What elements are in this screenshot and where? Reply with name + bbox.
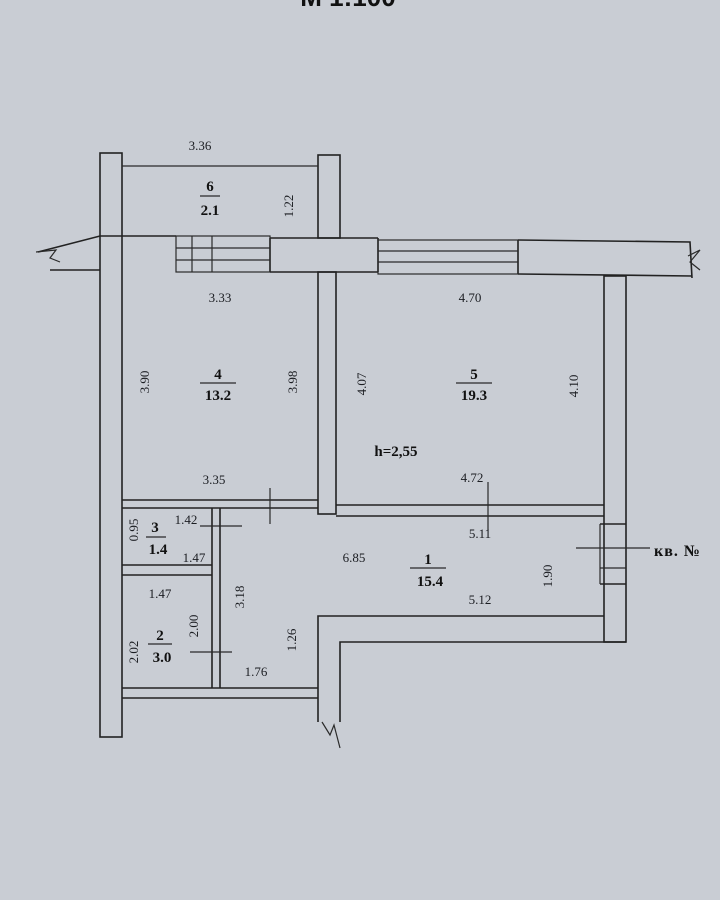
- dim-balcony-width: 3.36: [189, 138, 212, 153]
- dim-room3-height: 0.95: [126, 519, 141, 542]
- window-room5: [377, 239, 519, 275]
- left-wall: [99, 152, 123, 738]
- windows: [175, 235, 519, 275]
- room-2-area: 3.0: [153, 650, 172, 666]
- scale-label: М 1:100: [300, 0, 395, 12]
- room-6-area: 2.1: [201, 203, 220, 219]
- dim-room4-left: 3.90: [137, 371, 152, 394]
- top-wall-left: [37, 235, 176, 253]
- bottom-wall-right: [339, 641, 626, 722]
- top-wall-right: [517, 239, 693, 279]
- bottom-wall-right-inner: [317, 615, 604, 722]
- dim-room4-top: 3.33: [209, 290, 232, 305]
- dim-hall-bottom-right: 5.12: [469, 592, 492, 607]
- dim-room5-left: 4.07: [354, 372, 369, 395]
- room-3-number: 3: [151, 520, 159, 536]
- dim-room5-right: 4.10: [566, 375, 581, 398]
- wall-4-5: [317, 271, 337, 515]
- dim-room3-top: 1.42: [175, 512, 198, 527]
- window-room4: [175, 235, 271, 273]
- room-1-number: 1: [424, 552, 432, 568]
- interior-walls: [122, 271, 604, 688]
- room-2-number: 2: [156, 628, 164, 644]
- dim-room2-top: 1.47: [149, 586, 172, 601]
- room-6-number: 6: [206, 179, 214, 195]
- room-labels: 6 2.1 4 13.2 5 19.3 3 1.4 2 3.0 1 15.4 h…: [146, 179, 701, 666]
- vertical-dimension-labels: 1.22 3.90 3.98 4.07 4.10 0.95 3.18 2.00 …: [126, 195, 581, 664]
- dim-room3-bottom: 1.47: [183, 550, 206, 565]
- dim-hall-step: 1.26: [284, 628, 299, 651]
- room-3-area: 1.4: [149, 542, 168, 558]
- room-4-number: 4: [214, 367, 222, 383]
- dim-room2-left: 2.02: [126, 641, 141, 664]
- dim-room5-top: 4.70: [459, 290, 482, 305]
- balcony-column: [317, 154, 341, 239]
- room-5-number: 5: [470, 367, 478, 383]
- room-4-area: 13.2: [205, 388, 231, 404]
- right-wall: [603, 275, 627, 643]
- wall-break-bottom: [321, 721, 341, 749]
- dim-balcony-depth: 1.22: [281, 195, 296, 218]
- dim-hall-width: 6.85: [343, 550, 366, 565]
- dim-room2-right: 2.00: [186, 615, 201, 638]
- wall-break-left: [35, 249, 61, 263]
- dim-room5-bottom: 4.72: [461, 470, 484, 485]
- dim-room4-right: 3.98: [285, 371, 300, 394]
- dim-hall-left-height: 3.18: [232, 586, 247, 609]
- room-5-area: 19.3: [461, 388, 487, 404]
- apartment-label: кв. №: [654, 543, 701, 560]
- room-1-area: 15.4: [417, 574, 444, 590]
- dim-room4-bottom: 3.35: [203, 472, 226, 487]
- dim-room2-bottom: 1.76: [245, 664, 268, 679]
- dimension-labels: 3.36 3.33 4.70 3.35 4.72 1.42 1.47 1.47 …: [149, 138, 492, 679]
- ceiling-height: h=2,55: [374, 444, 417, 460]
- dim-hall-top-right: 5.11: [469, 526, 491, 541]
- dim-hall-right-height: 1.90: [540, 565, 555, 588]
- wall-break-right: [687, 249, 701, 271]
